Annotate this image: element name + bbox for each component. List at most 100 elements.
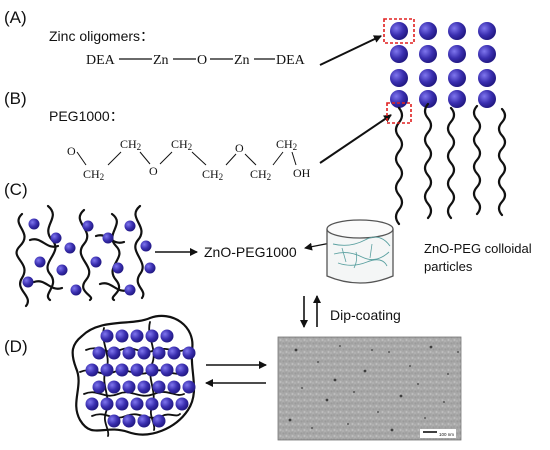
zno-particle (152, 346, 166, 360)
aggregate-polymer-chain (102, 327, 110, 437)
zno-particle (50, 232, 62, 244)
formula-zn-1: Zn (153, 53, 169, 68)
sem-pit (409, 365, 411, 367)
polymer-coil (110, 212, 121, 302)
zno-particle (34, 256, 46, 268)
colloid-label-line1: ZnO-PEG colloidal (424, 241, 532, 256)
peg-chain (472, 104, 482, 216)
zno-particle (100, 329, 114, 343)
atom-ch2-4: CH2 (202, 167, 223, 182)
zno-particle (182, 346, 196, 360)
panel-label-d: (D) (4, 337, 28, 356)
zno-particle (160, 363, 174, 377)
zinc-oxide-particle-grid (390, 22, 496, 108)
zno-particle (28, 218, 40, 230)
zno-particle (390, 45, 408, 63)
atom-o-2: O (149, 164, 158, 178)
zno-particle (112, 262, 124, 274)
highlight-box-particle (383, 18, 415, 44)
peg-chain (394, 106, 404, 226)
sem-pit (390, 428, 394, 432)
formula-zn-2: Zn (234, 53, 250, 68)
zno-particle (160, 329, 174, 343)
panel-label-c: (C) (4, 180, 28, 199)
zno-particle (92, 380, 106, 394)
polymer-coil (28, 238, 60, 248)
sem-pit (311, 427, 313, 429)
sem-micrograph: 100 nm (277, 336, 462, 441)
atom-o-3: O (235, 141, 244, 155)
peg-chain (423, 102, 433, 220)
zno-particle (160, 397, 174, 411)
zno-particle (448, 45, 466, 63)
zno-particle (137, 346, 151, 360)
polymer-coil (15, 212, 29, 308)
zno-particle (390, 69, 408, 87)
zno-particle (107, 346, 121, 360)
polymer-coil (46, 204, 57, 302)
zno-particle (92, 346, 106, 360)
zno-particle (122, 346, 136, 360)
peg-caption: PEG1000： (49, 108, 124, 124)
sem-pit (339, 345, 341, 347)
atom-o-1: O (67, 144, 76, 158)
zno-particle (145, 329, 159, 343)
sem-pit (301, 387, 303, 389)
zno-particle (152, 380, 166, 394)
zno-particle (137, 414, 151, 428)
zno-particle (122, 414, 136, 428)
zno-particle (144, 262, 156, 274)
zno-particle (167, 346, 181, 360)
atom-ch2-6: CH2 (276, 137, 297, 152)
zno-particle (167, 380, 181, 394)
zno-particle (115, 363, 129, 377)
dip-coating-label: Dip-coating (330, 307, 401, 323)
sem-pit (353, 391, 355, 393)
zno-particle (107, 414, 121, 428)
sem-pit (294, 348, 298, 352)
sem-pit (317, 361, 319, 363)
sem-pit (377, 411, 379, 413)
arrow-oligomer-to-particle (319, 35, 382, 66)
peg-chain (446, 106, 456, 220)
zno-particle (115, 397, 129, 411)
atom-ch2-5: CH2 (250, 167, 271, 182)
peg-chain-array (394, 102, 507, 226)
zno-particle (115, 329, 129, 343)
sem-pit (443, 401, 445, 403)
zno-particle (124, 220, 136, 232)
zno-particle (390, 90, 408, 108)
zno-particle (64, 242, 76, 254)
aggregate-polymer-chain (148, 321, 156, 431)
aggregate-polymer-chain (83, 391, 185, 397)
sem-pit (388, 351, 390, 353)
zno-particle (478, 69, 496, 87)
atom-ch2-1: CH2 (83, 167, 104, 182)
atom-oh: OH (293, 166, 311, 180)
sem-pit (288, 418, 292, 422)
zno-particle (130, 397, 144, 411)
zno-particle (419, 69, 437, 87)
zno-particle (448, 69, 466, 87)
zno-particle (90, 256, 102, 268)
sem-pit (363, 369, 367, 373)
polymer-coil (32, 280, 64, 290)
zno-particle (124, 284, 136, 296)
sem-pit (325, 398, 329, 402)
sem-pit (457, 351, 459, 353)
zinc-oligomers-caption: Zinc oligomers： (49, 28, 154, 44)
zno-particle (175, 363, 189, 377)
sem-pit (417, 383, 419, 385)
zno-particle (419, 45, 437, 63)
zno-particle (152, 414, 166, 428)
sem-pit (429, 345, 433, 349)
zno-particle (130, 329, 144, 343)
sem-pit (424, 417, 426, 419)
zno-particle (448, 90, 466, 108)
zno-particle (419, 22, 437, 40)
atom-ch2-2: CH2 (120, 137, 141, 152)
sem-pit (399, 394, 403, 398)
arrow-peg-to-chain (319, 114, 392, 164)
panel-label-a: (A) (4, 8, 27, 27)
